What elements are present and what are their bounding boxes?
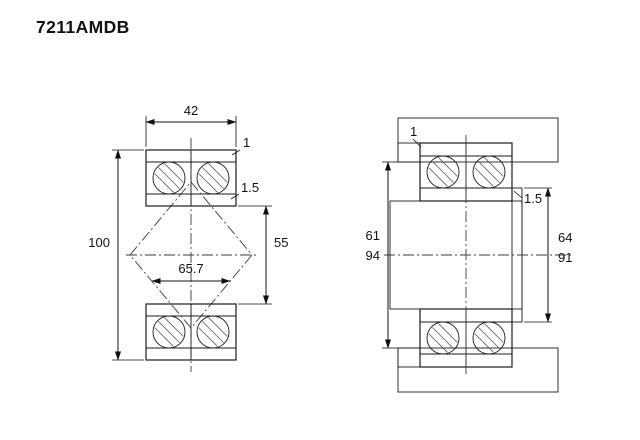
dim-pitch: 65.7 — [178, 261, 203, 276]
dim-right-abutment-bottom: 91 — [558, 250, 572, 265]
cross-section-view: 42 100 55 65.7 1 1.5 — [88, 103, 288, 372]
housing-bottom — [397, 347, 559, 393]
bearing-ball — [196, 161, 230, 195]
leader-line — [412, 138, 422, 148]
dim-width: 42 — [184, 103, 198, 118]
leader-line — [513, 190, 523, 199]
dim-housing-fillet: 1 — [410, 124, 417, 139]
dim-left-abutment-top: 61 — [366, 228, 380, 243]
housing-shoulder-top — [397, 142, 421, 163]
housing-top — [397, 117, 559, 163]
housing-shoulder-bottom — [397, 347, 421, 368]
bearing-ball — [196, 315, 230, 349]
mounting-view: 1 1.5 61 94 64 91 — [366, 117, 572, 393]
bearing-ball — [426, 155, 460, 189]
leader-line — [231, 149, 241, 156]
dim-bore: 55 — [274, 235, 288, 250]
dim-right-abutment-top: 64 — [558, 230, 572, 245]
dim-shaft-fillet: 1.5 — [524, 191, 542, 206]
part-number: 7211AMDB — [36, 17, 130, 37]
dim-left-abutment-bottom: 94 — [366, 248, 380, 263]
dim-outer-diameter: 100 — [88, 235, 110, 250]
leader-line — [230, 193, 240, 200]
bearing-ball — [152, 161, 186, 195]
contact-angle-line — [129, 181, 192, 256]
bearing-ball — [472, 321, 506, 355]
bearing-ball — [472, 155, 506, 189]
dim-chamfer-outer: 1 — [243, 135, 250, 150]
bearing-ball — [152, 315, 186, 349]
dim-chamfer-inner: 1.5 — [241, 180, 259, 195]
bearing-ball — [426, 321, 460, 355]
